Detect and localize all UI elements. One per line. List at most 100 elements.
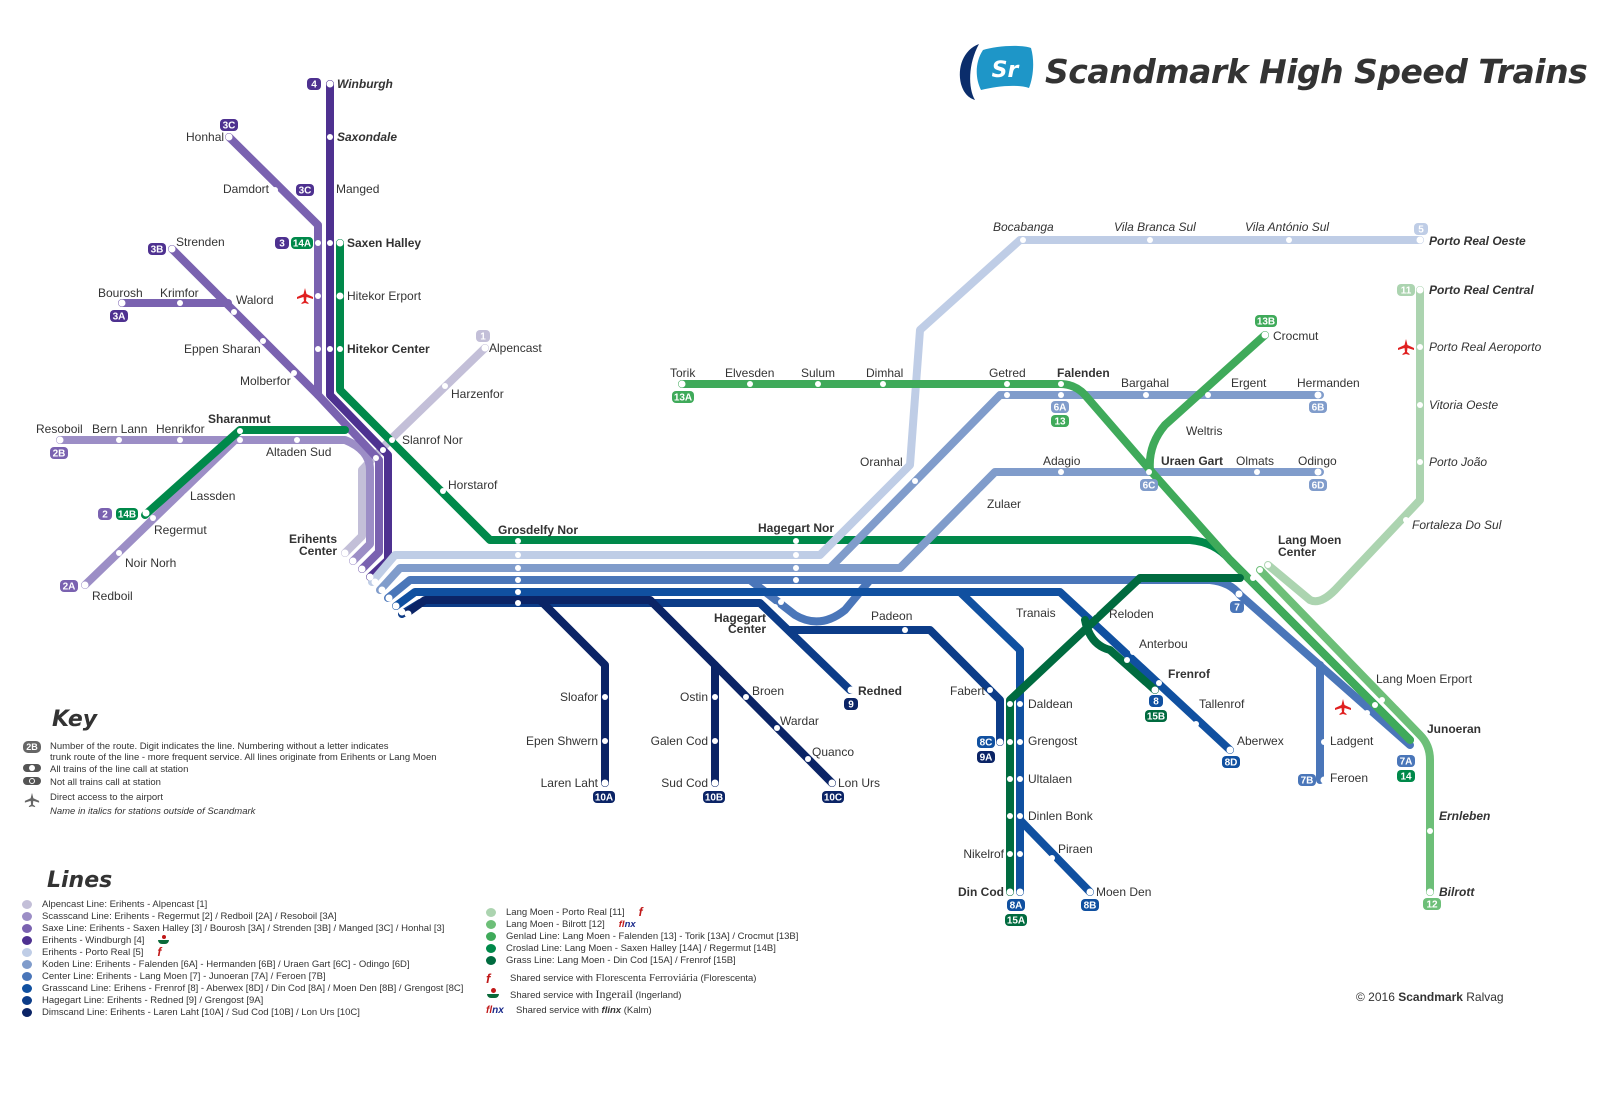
station-label: Laren Laht [541,776,599,790]
line-legend-item: Alpencast Line: Erihents - Alpencast [1] [22,898,463,910]
line-legend-item: Erihents - Porto Real [5]f [22,945,463,959]
station-label: Hermanden [1297,376,1360,390]
line-color-dot [22,995,32,1005]
svg-text:2B: 2B [53,449,66,460]
line-legend-text: Scasscand Line: Erihents - Regermut [2] … [42,910,337,922]
svg-text:6D: 6D [1312,481,1325,492]
station-label: Redned [858,684,902,698]
route-badge-9a: 9A [977,751,995,764]
route-badge-14a: 14A [291,237,313,250]
flinx-icon: flnx [486,1004,504,1016]
route-badge-12: 12 [1423,898,1441,911]
route-badge-14: 14 [1397,770,1415,783]
line-color-dot [22,935,32,945]
svg-text:15A: 15A [1007,916,1025,927]
route-badge-2: 2 [98,508,112,521]
route-badge-3b: 3B [148,243,166,256]
svg-text:9: 9 [848,700,854,711]
line-13b-branch [1145,331,1269,474]
route-badge-3c: 3C [296,184,314,197]
line-color-dot [22,983,32,993]
station-label-lang-moen-2: Center [1278,545,1316,559]
station-label: Torik [670,366,696,380]
line-8a-branch [956,588,1024,896]
line-legend-text: Alpencast Line: Erihents - Alpencast [1] [42,898,208,910]
line-color-dot [22,1007,32,1017]
station-label: Moen Den [1096,885,1151,899]
route-badge-6d: 6D [1309,479,1327,492]
station-label: Altaden Sud [266,445,331,459]
line-10c-branch [711,661,836,787]
route-badge-3a: 3A [110,310,128,323]
station-label: Honhal [186,130,224,144]
line-10b-branch [536,596,719,787]
route-badge-10a: 10A [593,791,615,804]
all-trains-symbol [23,764,41,772]
svg-text:3A: 3A [113,312,126,323]
station-label: Frenrof [1168,667,1211,681]
station-label: Redboil [92,589,133,603]
svg-text:2A: 2A [63,582,76,593]
station-label: Alpencast [489,341,542,355]
line-3-saxe [225,133,383,573]
station-label-erihents-1: Erihents [289,532,337,546]
route-badge-8b: 8B [1081,899,1099,912]
line-1-alpencast [341,344,489,557]
line-7-hagegart-loop [746,576,874,626]
station-label: Porto Real Central [1429,283,1534,297]
line-color-dot [22,971,32,981]
route-badge-2a: 2A [60,580,78,593]
station-label: Ladgent [1330,734,1374,748]
line-2a-branch [81,436,239,589]
route-badge-8d: 8D [1222,756,1240,769]
station-label: Falenden [1057,366,1110,380]
station-label: Sharanmut [208,412,271,426]
station-label: Feroen [1330,771,1368,785]
route-badge-4: 4 [307,78,321,91]
station-label: Tallenrof [1199,697,1245,711]
route-badge-7b: 7B [1298,774,1316,787]
station-label: Resoboil [36,422,83,436]
partner-florescenta: f Shared service with Florescenta Ferrov… [486,970,757,986]
key-airport: Direct access to the airport [22,792,163,808]
route-badge-6a: 6A [1051,401,1069,414]
station-label: Zulaer [987,497,1021,511]
route-badge-8: 8 [1149,695,1163,708]
route-badge-15b: 15B [1145,710,1167,723]
svg-text:3C: 3C [223,121,236,132]
station-label: Hitekor Erport [347,289,422,303]
station-label: Vitoria Oeste [1429,398,1498,412]
station-label: Noir Norh [125,556,176,570]
partner-ingerail: Shared service with Ingerail (Ingerland) [486,986,756,1002]
station-label: Porto João [1429,455,1487,469]
station-label: Tranais [1016,606,1056,620]
line-legend-text: Hagegart Line: Erihents - Redned [9] / G… [42,994,264,1006]
line-color-dot [486,943,496,953]
station-label: Adagio [1043,454,1081,468]
route-badge-3: 3 [275,237,289,250]
line-color-dot [486,955,496,965]
line-11-porto-real [1264,286,1424,606]
line-14-croslad [336,239,1414,744]
key-title: Key [52,707,98,732]
route-badge-15a: 15A [1005,914,1027,927]
station-label: Strenden [176,235,225,249]
route-badge-6c: 6C [1140,479,1158,492]
svg-text:Sr: Sr [992,58,1020,83]
svg-text:14B: 14B [118,510,136,521]
svg-text:10A: 10A [595,793,613,804]
key-route-number: 2B Number of the route. Digit indicates … [22,741,437,763]
station-label: Crocmut [1273,329,1319,343]
station-label: Hagegart Nor [758,521,834,535]
svg-text:9A: 9A [980,753,993,764]
line-15b-branch [1081,616,1159,694]
key-not-all-trains: Not all trains call at station [22,777,161,788]
line-legend-text: Grass Line: Lang Moen - Din Cod [15A] / … [506,954,736,966]
route-badge-1: 1 [476,330,490,343]
line-legend-item: Koden Line: Erihents - Falenden [6A] - H… [22,958,463,970]
route-badge-6b: 6B [1309,401,1327,414]
florescenta-icon: f [638,905,643,919]
airport-icon-hitekor [297,288,313,304]
partner-legend: f Shared service with Florescenta Ferrov… [486,970,756,1018]
